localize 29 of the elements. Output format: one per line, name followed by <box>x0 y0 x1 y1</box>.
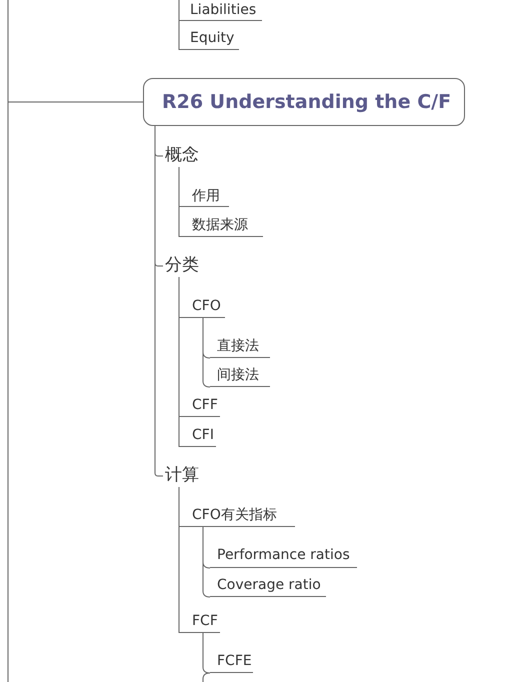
topic-box: R26 Understanding the C/F <box>143 78 465 126</box>
topic-label: 数据来源 <box>179 215 263 237</box>
connector-line <box>178 486 180 634</box>
topic-label: 概念 <box>163 143 203 167</box>
connector-line <box>202 632 210 674</box>
topic-label: Equity <box>179 28 239 50</box>
topic-label: CFI <box>179 425 216 447</box>
topic-label: 作用 <box>179 186 229 207</box>
connector-line <box>178 166 180 238</box>
connector-line <box>202 672 210 682</box>
topic-label: Coverage ratio <box>210 575 326 597</box>
connector-line <box>202 526 210 598</box>
topic-label: FCFE <box>210 651 253 673</box>
topic-label: CFO <box>179 296 225 318</box>
connector-line <box>8 0 144 682</box>
topic-label: 计算 <box>163 463 203 487</box>
connector-line <box>178 20 180 50</box>
topic-label: 间接法 <box>210 365 270 387</box>
connector-line <box>154 126 164 476</box>
connector-line <box>202 318 210 388</box>
topic-label: CFO有关指标 <box>179 505 295 527</box>
connector-line <box>178 0 180 22</box>
topic-label: 直接法 <box>210 336 270 358</box>
topic-label: Performance ratios <box>210 545 357 568</box>
connector-line <box>178 276 180 448</box>
topic-label: 分类 <box>163 253 203 277</box>
topic-label: CFF <box>179 395 220 417</box>
topic-label: FCF <box>179 611 220 633</box>
topic-label: Liabilities <box>179 0 262 21</box>
